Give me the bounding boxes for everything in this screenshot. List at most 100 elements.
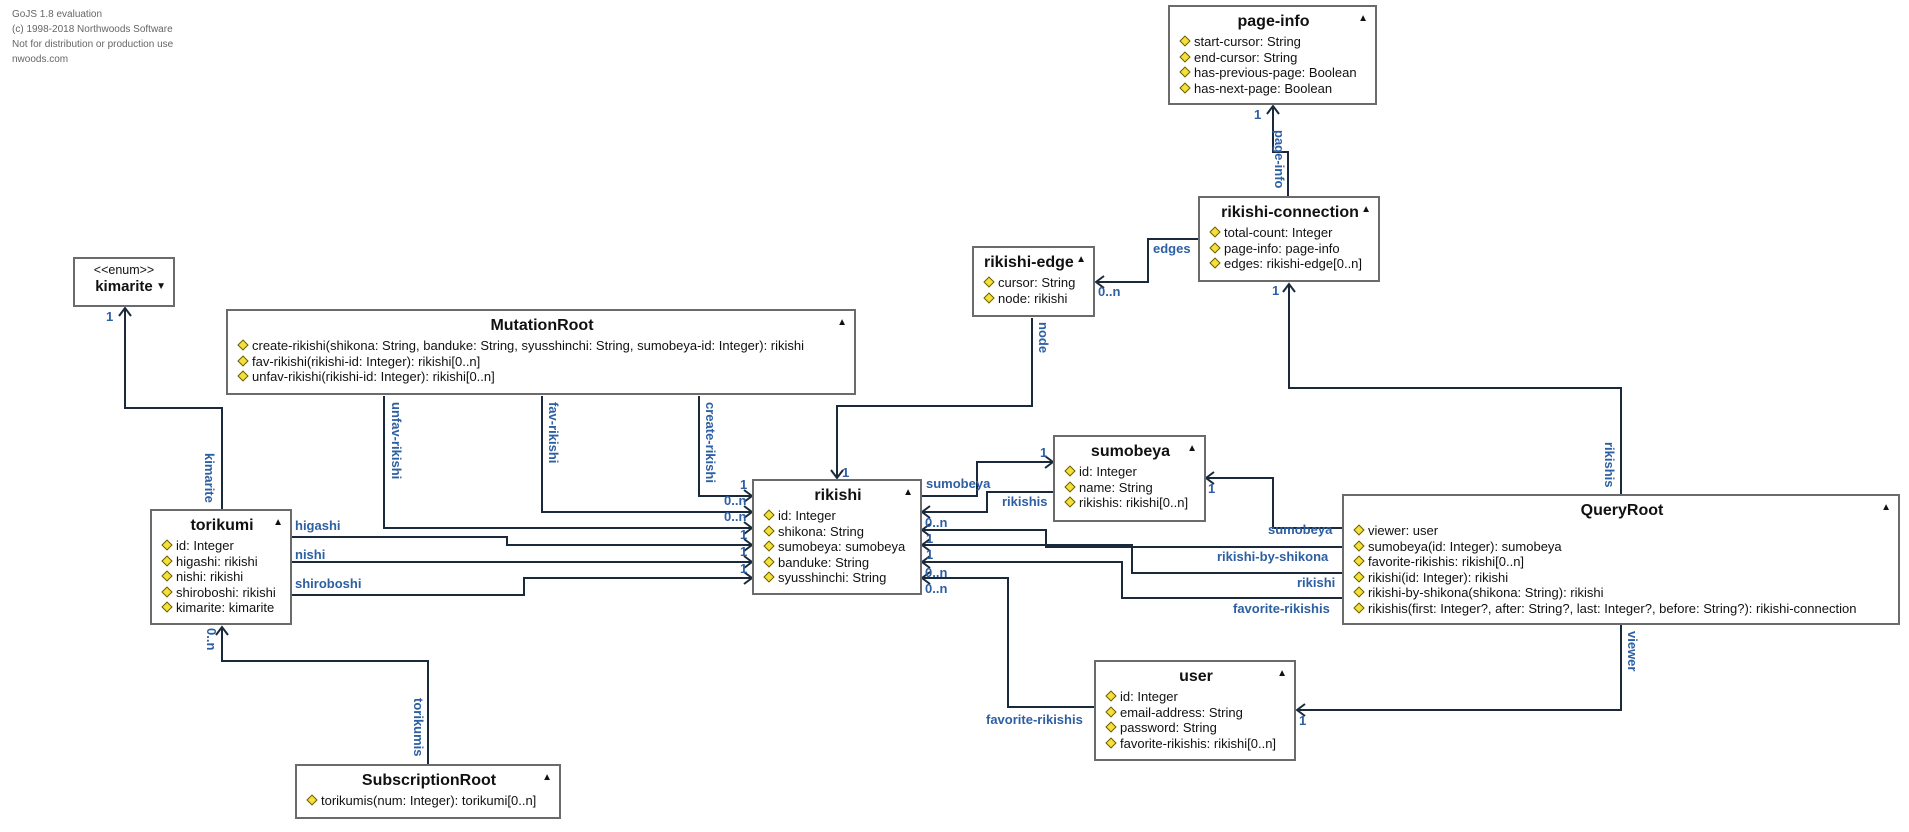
node-rikishi-connection[interactable]: ▲ rikishi-connection total-count: Intege… [1198,196,1380,282]
link-label-nishi: nishi [295,547,326,562]
link-page-info[interactable] [1272,106,1289,196]
arrowhead-q-sumobeya [1204,471,1215,485]
link-u-fav[interactable] [922,577,1094,708]
node-page-info[interactable]: ▲ page-info start-cursor: String end-cur… [1168,5,1377,105]
link-q-rikishi[interactable] [922,544,1342,574]
multiplicity-label: 0..n [724,493,747,508]
property-diamond-icon [1105,705,1117,718]
property-diamond-icon [161,585,173,598]
field-row: higashi: rikishi [161,553,282,570]
link-rikishis-conn[interactable] [1288,284,1622,494]
field-text: rikishis(first: Integer?, after: String?… [1368,600,1857,616]
collapse-toggle-icon[interactable]: ▲ [1076,254,1086,265]
field-text: start-cursor: String [1194,34,1301,49]
field-row: create-rikishi(shikona: String, banduke:… [237,338,846,354]
property-diamond-icon [763,524,775,537]
node-user[interactable]: ▲ user id: Integer email-address: String… [1094,660,1296,761]
link-unfav[interactable] [383,396,752,529]
collapse-toggle-icon[interactable]: ▲ [903,487,913,498]
collapse-toggle-icon[interactable]: ▲ [1358,13,1368,24]
link-q-sumobeya[interactable] [1206,477,1342,529]
link-q-fav[interactable] [922,561,1342,599]
property-diamond-icon [1353,570,1365,583]
node-rikishi-edge[interactable]: ▲ rikishi-edge cursor: String node: riki… [972,246,1095,317]
link-q-by-shikona[interactable] [922,529,1342,548]
field-text: fav-rikishi(rikishi-id: Integer): rikish… [252,353,481,369]
collapse-toggle-icon[interactable]: ▲ [1881,502,1891,513]
link-higashi[interactable] [290,536,752,546]
field-text: shikona: String [778,523,864,539]
property-diamond-icon [161,554,173,567]
multiplicity-label: 1 [926,547,934,562]
node-subscription-root[interactable]: ▲ SubscriptionRoot torikumis(num: Intege… [295,764,561,819]
link-label-page-info: page-info [1272,130,1287,189]
field-row: fav-rikishi(rikishi-id: Integer): rikish… [237,353,846,370]
multiplicity-label: 1 [740,527,748,542]
expand-toggle-icon[interactable]: ▼ [156,281,166,292]
node-mutation-root[interactable]: ▲ MutationRoot create-rikishi(shikona: S… [226,309,856,395]
field-text: higashi: rikishi [176,553,258,569]
multiplicity-label: 1 [1272,283,1280,298]
node-title: torikumi [190,517,254,534]
field-text: shiroboshi: rikishi [176,584,276,600]
field-text: id: Integer [1079,464,1137,479]
arrowhead-page-info [1266,104,1280,115]
link-torikumis[interactable] [221,627,429,764]
collapse-toggle-icon[interactable]: ▲ [273,517,283,528]
link-shiroboshi[interactable] [290,577,752,596]
node-torikumi[interactable]: ▲ torikumi id: Integer higashi: rikishi … [150,509,292,625]
field-row: rikishi-by-shikona(shikona: String): rik… [1353,585,1890,601]
field-text: favorite-rikishis: rikishi[0..n] [1120,735,1277,751]
field-row: rikishis(first: Integer?, after: String?… [1353,600,1890,617]
arrowhead-q-rikishi [920,538,931,552]
collapse-toggle-icon[interactable]: ▲ [1187,443,1197,454]
link-label-create: create-rikishi [703,402,718,483]
collapse-toggle-icon[interactable]: ▲ [1361,204,1371,215]
link-label-viewer: viewer [1625,631,1640,672]
field-text: name: String [1079,479,1153,495]
node-sumobeya[interactable]: ▲ sumobeya id: Integer name: String riki… [1053,435,1206,522]
field-row: password: String [1105,720,1286,736]
multiplicity-label: 0..n [724,509,747,524]
field-text: total-count: Integer [1224,225,1333,240]
field-row: shikona: String [763,523,912,540]
link-label-q-sumobeya: sumobeya [1268,522,1333,537]
multiplicity-label: 0..n [925,565,948,580]
link-label-shiroboshi: shiroboshi [295,576,362,591]
field-row: rikishis: rikishi[0..n] [1064,495,1196,511]
field-row: sumobeya: sumobeya [763,539,912,555]
evaluation-watermark: GoJS 1.8 evaluation (c) 1998-2018 Northw… [12,7,173,67]
field-text: id: Integer [1120,689,1178,704]
property-diamond-icon [1064,465,1076,477]
property-diamond-icon [1105,721,1117,733]
collapse-toggle-icon[interactable]: ▲ [837,317,847,328]
node-kimarite-enum[interactable]: ▼ <<enum>> kimarite [73,257,175,307]
field-text: has-next-page: Boolean [1194,80,1333,96]
node-title: kimarite [95,278,153,295]
property-diamond-icon [1179,81,1191,94]
link-create[interactable] [698,396,752,497]
field-text: sumobeya(id: Integer): sumobeya [1368,538,1562,554]
property-diamond-icon [983,276,995,288]
property-diamond-icon [1105,736,1117,749]
multiplicity-label: 1 [740,544,748,559]
field-text: rikishi-by-shikona(shikona: String): rik… [1368,585,1604,600]
field-text: torikumis(num: Integer): torikumi[0..n] [321,793,537,808]
link-label-kimarite: kimarite [202,453,217,503]
node-query-root[interactable]: ▲ QueryRoot viewer: user sumobeya(id: In… [1342,494,1900,625]
link-edges[interactable] [1096,238,1198,283]
link-sumobeya[interactable] [920,461,1053,497]
link-rikishis[interactable] [922,491,1053,513]
collapse-toggle-icon[interactable]: ▲ [542,772,552,783]
link-kimarite[interactable] [124,308,223,509]
field-text: banduke: String [778,554,870,570]
enum-stereotype: <<enum>> [93,263,155,277]
field-text: unfav-rikishi(rikishi-id: Integer): riki… [252,369,495,384]
collapse-toggle-icon[interactable]: ▲ [1277,668,1287,679]
node-title: SubscriptionRoot [361,772,497,789]
link-viewer[interactable] [1297,625,1622,711]
link-label-q-fav: favorite-rikishis [1233,601,1330,616]
link-node[interactable] [836,318,1033,478]
link-fav[interactable] [541,396,752,513]
node-rikishi[interactable]: ▲ rikishi id: Integer shikona: String su… [752,479,922,595]
